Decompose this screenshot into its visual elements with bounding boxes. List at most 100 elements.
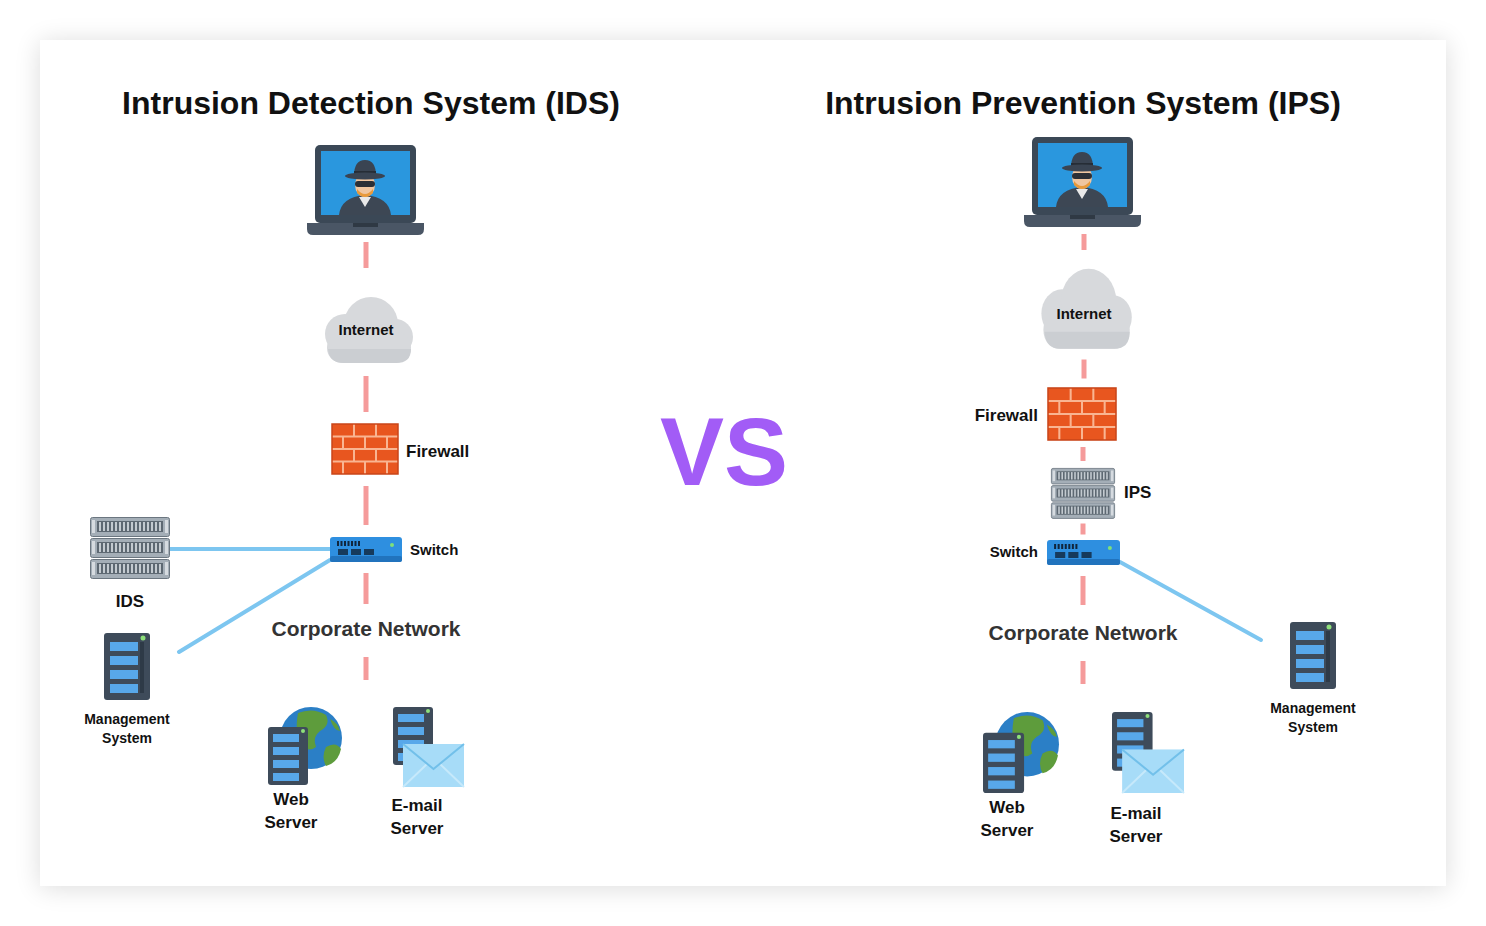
icon-part xyxy=(110,670,138,679)
icon-part xyxy=(1061,472,1063,479)
network-link xyxy=(364,364,369,424)
icon-part xyxy=(123,522,125,531)
icon-part xyxy=(1111,488,1113,499)
icon-part xyxy=(355,181,375,187)
node-label: E-mail Server xyxy=(1103,803,1169,849)
icon-part xyxy=(1061,507,1063,514)
firewall-icon xyxy=(1048,388,1116,440)
icon-part xyxy=(315,145,416,223)
icon-part xyxy=(165,541,168,554)
icon-part xyxy=(1032,137,1133,215)
node-label: Firewall xyxy=(974,405,1038,428)
icon-part xyxy=(147,564,149,573)
icon-part xyxy=(131,564,133,573)
icon-part xyxy=(988,767,1015,775)
icon-part xyxy=(1056,187,1108,207)
icon-part xyxy=(131,543,133,552)
icon-part xyxy=(1068,489,1070,496)
icon-part xyxy=(91,518,170,537)
cloud-node: Internet xyxy=(1027,265,1140,350)
cloud-node: Internet xyxy=(311,294,421,364)
icon-part xyxy=(131,522,133,531)
icon-part xyxy=(103,522,105,531)
icon-part xyxy=(321,151,410,215)
icon-part xyxy=(1122,749,1184,793)
icon-part xyxy=(143,543,145,552)
rack-node: IDS xyxy=(90,517,170,614)
node-label: E-mail Server xyxy=(384,795,450,841)
icon-part xyxy=(364,573,369,604)
icon-part xyxy=(119,522,121,531)
icon-part xyxy=(1103,472,1105,479)
mgmt-node: Management System xyxy=(1261,622,1365,737)
icon-part xyxy=(348,541,350,546)
mgmt-icon xyxy=(1290,622,1336,689)
icon-part xyxy=(1071,472,1073,479)
icon-part xyxy=(110,642,138,651)
icon-part xyxy=(1081,507,1083,514)
icon-part xyxy=(1068,544,1070,549)
icon-part xyxy=(330,537,402,562)
icon-part xyxy=(330,556,402,562)
icon-part xyxy=(1048,388,1116,440)
icon-part xyxy=(1100,472,1102,479)
icon-part xyxy=(1145,714,1149,718)
icon-part xyxy=(1070,388,1072,401)
icon-part xyxy=(375,449,377,462)
icon-part xyxy=(988,754,1015,762)
icon-part xyxy=(115,522,117,531)
icon-part xyxy=(115,543,117,552)
icon-part xyxy=(1058,472,1060,479)
icon-part xyxy=(140,642,144,693)
icon-part xyxy=(1057,506,1110,515)
icon-part xyxy=(1087,472,1089,479)
icon-part xyxy=(1068,552,1078,558)
icon-part xyxy=(147,522,149,531)
icon-part xyxy=(104,633,150,700)
icon-part xyxy=(1111,470,1113,481)
icon-part xyxy=(403,764,464,787)
icon-part xyxy=(1104,427,1106,440)
node-label: Switch xyxy=(410,540,459,560)
icon-part xyxy=(1117,719,1143,727)
icon-part xyxy=(1090,507,1092,514)
icon-part xyxy=(1075,544,1077,549)
icon-part xyxy=(135,522,137,531)
icon-part xyxy=(1070,215,1095,219)
node-label: IDS xyxy=(116,591,145,614)
icon-part xyxy=(1092,414,1094,427)
icon-part xyxy=(135,564,137,573)
icon-part xyxy=(386,462,388,475)
icon-part xyxy=(1090,472,1092,479)
firewall-node: Firewall xyxy=(332,424,470,474)
network-link xyxy=(1082,350,1087,388)
icon-part xyxy=(398,714,424,722)
icon-part xyxy=(307,223,424,235)
laptop-icon xyxy=(307,145,424,235)
icon-part xyxy=(1047,559,1120,565)
icon-part xyxy=(155,564,157,573)
icon-part xyxy=(1326,631,1330,682)
icon-part xyxy=(1077,489,1079,496)
icon-part xyxy=(111,564,113,573)
icon-part xyxy=(1081,552,1091,558)
icon-part xyxy=(97,542,163,553)
icon-part xyxy=(1090,489,1092,496)
icon-part xyxy=(1041,269,1131,349)
icon-part xyxy=(97,521,163,532)
icon-part xyxy=(1058,427,1060,440)
icon-part xyxy=(1296,645,1324,654)
icon-part xyxy=(988,740,1015,748)
icon-part xyxy=(127,522,129,531)
icon-part xyxy=(107,564,109,573)
icon-part xyxy=(1093,507,1095,514)
icon-part xyxy=(355,541,357,546)
icon-part xyxy=(301,729,305,733)
switch-node: Switch xyxy=(989,540,1120,565)
node-label: Switch xyxy=(989,542,1038,562)
icon-part xyxy=(1058,507,1060,514)
icon-part xyxy=(151,522,153,531)
icon-part xyxy=(358,541,360,546)
icon-part xyxy=(983,733,1024,793)
icon-part xyxy=(1051,468,1114,484)
